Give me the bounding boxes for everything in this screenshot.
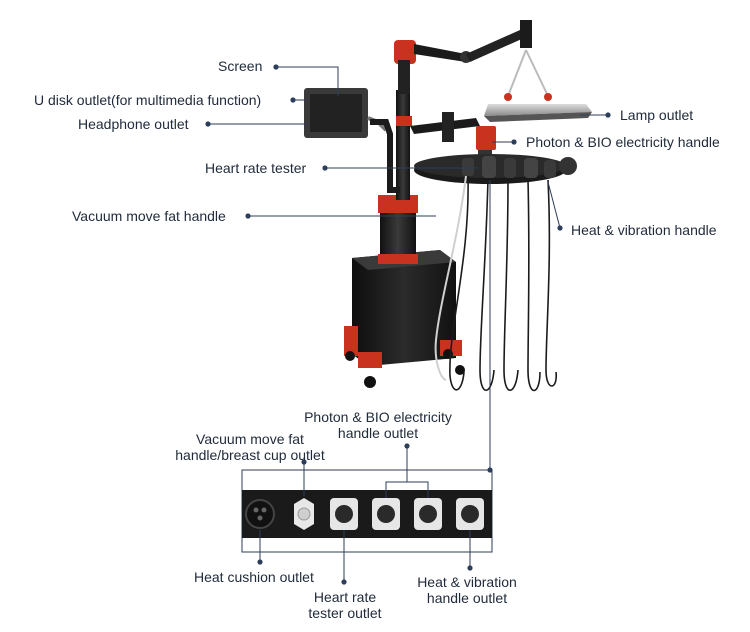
label-heat-vibration-handle: Heat & vibration handle (571, 222, 717, 238)
handle-tray (410, 112, 577, 184)
label-screen: Screen (218, 58, 263, 74)
panel-leader-lines (259, 446, 471, 582)
base-cabinet (344, 250, 465, 388)
panel-leader-dots (257, 443, 473, 585)
label-heart-rate-outlet: Heart rate tester outlet (290, 589, 400, 621)
screen-icon (304, 88, 388, 138)
label-vacuum-outlet-line2: handle/breast cup outlet (175, 447, 325, 463)
connector-icon (330, 498, 358, 530)
connector-icon (456, 498, 484, 530)
wheel-bracket (344, 326, 358, 356)
label-photon-outlet: Photon & BIO electricity handle outlet (296, 409, 460, 441)
label-vacuum-outlet-line1: Vacuum move fat (196, 431, 304, 447)
lamp-icon (484, 104, 592, 122)
label-photon-outlet-line2: handle outlet (337, 425, 419, 441)
lamp-arm (414, 20, 552, 101)
label-vacuum-outlet: Vacuum move fat handle/breast cup outlet (168, 431, 332, 463)
label-heart-rate-outlet-line2: tester outlet (308, 605, 382, 621)
label-lamp-outlet: Lamp outlet (620, 107, 694, 123)
connector-icon (294, 498, 314, 530)
label-photon-handle: Photon & BIO electricity handle (526, 134, 720, 150)
label-heat-vibration-outlet: Heat & vibration handle outlet (404, 574, 530, 606)
label-heat-vibration-outlet-line2: handle outlet (426, 590, 508, 606)
outlet-panel (241, 469, 493, 553)
label-heart-rate-outlet-line1: Heart rate (313, 589, 377, 605)
connector-icon (245, 499, 275, 529)
connector-icon (414, 498, 442, 530)
connector-icon (372, 498, 400, 530)
label-vacuum-handle: Vacuum move fat handle (72, 208, 226, 224)
leader-lines (208, 66, 608, 470)
cables (434, 175, 557, 392)
label-u-disk-outlet: U disk outlet(for multimedia function) (34, 92, 262, 108)
label-heat-cushion-outlet: Heat cushion outlet (194, 569, 314, 585)
label-heart-rate-tester: Heart rate tester (205, 160, 307, 176)
leader-dots (205, 64, 611, 473)
label-heat-vibration-outlet-line1: Heat & vibration (417, 574, 517, 590)
label-photon-outlet-line1: Photon & BIO electricity (304, 409, 452, 425)
column (378, 40, 418, 264)
wheel-bracket (358, 352, 382, 368)
handle-icon (462, 156, 577, 178)
label-headphone-outlet: Headphone outlet (78, 116, 189, 132)
